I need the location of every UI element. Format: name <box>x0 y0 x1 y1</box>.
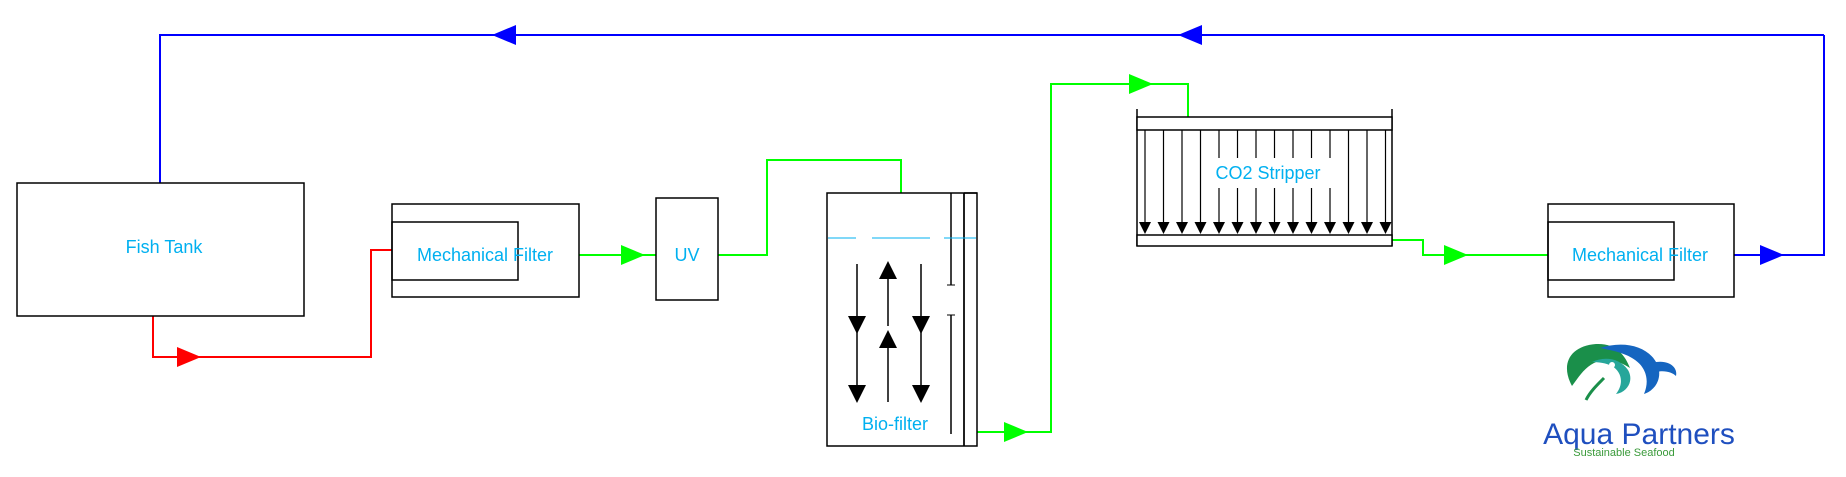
bio-filter-flow-arrows <box>848 261 930 403</box>
flow-arrow-icon <box>1760 245 1784 265</box>
arrow-down-icon <box>1287 222 1299 234</box>
arrow-down-icon <box>1305 222 1318 234</box>
arrow-up-icon <box>879 330 897 348</box>
arrow-down-icon <box>1213 222 1225 234</box>
mechanical-filter-1: Mechanical Filter <box>391 203 580 298</box>
arrow-down-icon <box>1342 222 1355 234</box>
logo-tagline: Sustainable Seafood <box>1573 447 1675 459</box>
bio-filter-label: Bio-filter <box>862 414 928 434</box>
arrow-down-icon <box>1139 222 1151 234</box>
arrow-down-icon <box>1361 222 1373 234</box>
return-line <box>159 25 1825 265</box>
uv-unit: UV <box>655 197 719 301</box>
arrow-down-icon <box>1157 222 1170 234</box>
logo-name: Aqua Partners <box>1543 418 1735 451</box>
aqua-partners-logo: Aqua Partners Sustainable Seafood <box>1543 343 1735 459</box>
mechanical-filter-2-label: Mechanical Filter <box>1572 245 1708 265</box>
arrow-up-icon <box>879 261 897 279</box>
flow-arrow-icon <box>1129 74 1153 94</box>
flow-arrow-icon <box>492 25 516 45</box>
fish-tank: Fish Tank <box>16 182 305 317</box>
mechanical-filter-1-label: Mechanical Filter <box>417 245 553 265</box>
arrow-down-icon <box>1231 222 1244 234</box>
arrow-down-icon <box>912 316 930 334</box>
flow-arrow-icon <box>1444 245 1468 265</box>
uv-label: UV <box>674 245 699 265</box>
arrow-down-icon <box>1176 222 1188 234</box>
arrow-down-icon <box>1324 222 1336 234</box>
fish-logo-icon <box>1566 343 1677 401</box>
arrow-down-icon <box>848 316 866 334</box>
co2-stripper: CO2 Stripper <box>1136 109 1393 247</box>
flow-arrow-icon <box>621 245 645 265</box>
treated-water-line <box>579 74 1548 442</box>
arrow-down-icon <box>1379 222 1392 234</box>
arrow-down-icon <box>1194 222 1207 234</box>
flow-arrow-icon <box>1004 422 1028 442</box>
mechanical-filter-2: Mechanical Filter <box>1547 203 1735 298</box>
flow-arrow-icon <box>177 347 201 367</box>
co2-stripper-label: CO2 Stripper <box>1215 163 1320 183</box>
flow-arrow-icon <box>1178 25 1202 45</box>
arrow-down-icon <box>1268 222 1281 234</box>
arrow-down-icon <box>912 385 930 403</box>
arrow-down-icon <box>848 385 866 403</box>
bio-filter: Bio-filter <box>826 192 978 447</box>
drain-line <box>152 249 392 367</box>
fish-tank-label: Fish Tank <box>126 237 204 257</box>
arrow-down-icon <box>1250 222 1262 234</box>
